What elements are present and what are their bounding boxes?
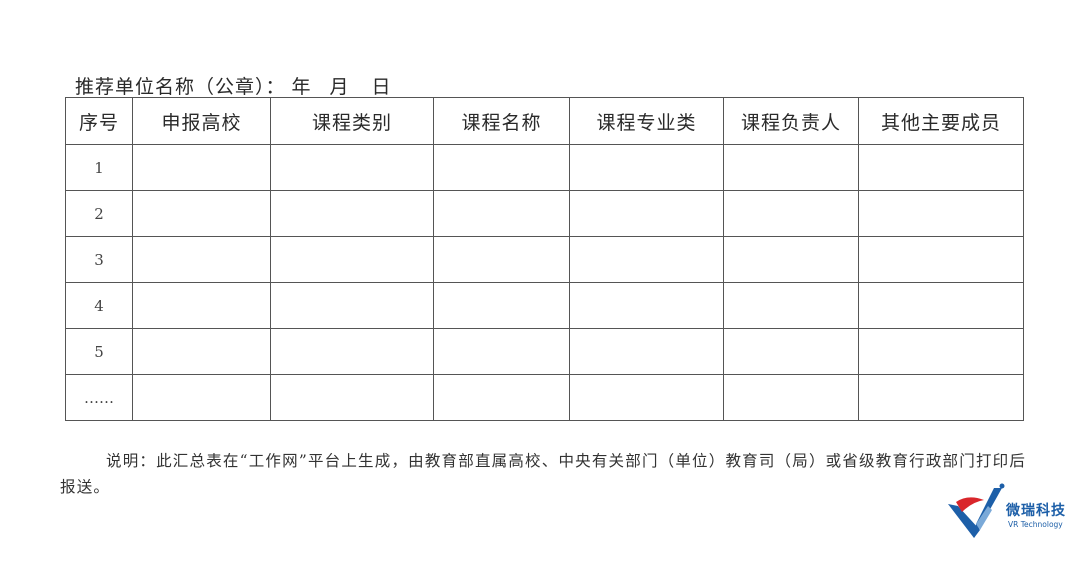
table-cell[interactable] — [132, 374, 271, 421]
table-cell[interactable] — [433, 236, 570, 283]
logo-name-en: VR Technology — [1008, 520, 1063, 529]
table-cell[interactable] — [132, 144, 271, 191]
table-cell[interactable] — [858, 144, 1024, 191]
table-cell[interactable] — [723, 282, 859, 329]
table-cell[interactable] — [132, 190, 271, 237]
table-cell[interactable] — [569, 374, 724, 421]
table-cell[interactable] — [858, 282, 1024, 329]
row-number: 5 — [65, 328, 133, 375]
table-row: …… — [65, 374, 1024, 421]
table-header-row: 序号 申报高校 课程类别 课程名称 课程专业类 课程负责人 其他主要成员 — [65, 97, 1024, 145]
table-cell[interactable] — [858, 236, 1024, 283]
table-row: 5 — [65, 328, 1024, 375]
col-header-index: 序号 — [65, 97, 133, 145]
table-cell[interactable] — [270, 144, 434, 191]
table-row: 3 — [65, 236, 1024, 283]
row-number: 1 — [65, 144, 133, 191]
table-row: 4 — [65, 282, 1024, 329]
row-number: 3 — [65, 236, 133, 283]
recommending-unit-line: 推荐单位名称（公章）：年月日 — [75, 72, 398, 99]
table-cell[interactable] — [433, 144, 570, 191]
table-cell[interactable] — [132, 328, 271, 375]
table-cell[interactable] — [270, 236, 434, 283]
table-cell[interactable] — [433, 190, 570, 237]
table-cell[interactable] — [270, 190, 434, 237]
table-cell[interactable] — [858, 328, 1024, 375]
table-cell[interactable] — [723, 236, 859, 283]
col-header-course-leader: 课程负责人 — [723, 97, 859, 145]
table-row: 2 — [65, 190, 1024, 237]
table-cell[interactable] — [433, 374, 570, 421]
table-cell[interactable] — [723, 190, 859, 237]
table-cell[interactable] — [132, 236, 271, 283]
logo-name-cn: 微瑞科技 — [1006, 503, 1066, 519]
instruction-note: 说明：此汇总表在“工作网”平台上生成，由教育部直属高校、中央有关部门（单位）教育… — [60, 452, 1027, 496]
col-header-course-major: 课程专业类 — [569, 97, 724, 145]
table-cell[interactable] — [270, 282, 434, 329]
table-cell[interactable] — [433, 282, 570, 329]
summary-table: 序号 申报高校 课程类别 课程名称 课程专业类 课程负责人 其他主要成员 1 2… — [65, 97, 1024, 421]
table-cell[interactable] — [132, 282, 271, 329]
table-cell[interactable] — [569, 144, 724, 191]
row-number: …… — [65, 374, 133, 421]
col-header-course-category: 课程类别 — [270, 97, 434, 145]
table-cell[interactable] — [270, 328, 434, 375]
table-cell[interactable] — [858, 190, 1024, 237]
table-cell[interactable] — [569, 328, 724, 375]
company-logo: 微瑞科技 VR Technology — [946, 480, 1066, 542]
month-label: 月 — [329, 76, 350, 98]
table-cell[interactable] — [723, 144, 859, 191]
table-cell[interactable] — [723, 374, 859, 421]
table-row: 1 — [65, 144, 1024, 191]
day-label: 日 — [371, 76, 392, 98]
col-header-university: 申报高校 — [132, 97, 271, 145]
row-number: 4 — [65, 282, 133, 329]
table-cell[interactable] — [270, 374, 434, 421]
table-cell[interactable] — [569, 190, 724, 237]
table-cell[interactable] — [569, 282, 724, 329]
col-header-course-name: 课程名称 — [433, 97, 570, 145]
table-cell[interactable] — [858, 374, 1024, 421]
col-header-other-members: 其他主要成员 — [858, 97, 1024, 145]
table-cell[interactable] — [723, 328, 859, 375]
row-number: 2 — [65, 190, 133, 237]
vr-logo-icon — [948, 483, 1005, 538]
unit-name-label: 推荐单位名称（公章）： — [75, 76, 286, 98]
table-cell[interactable] — [433, 328, 570, 375]
year-label: 年 — [291, 76, 312, 98]
table-cell[interactable] — [569, 236, 724, 283]
